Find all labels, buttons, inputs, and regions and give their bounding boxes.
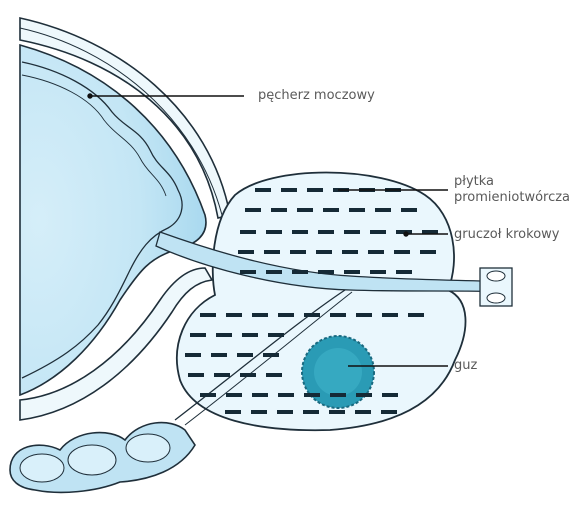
label-seed-line2: promieniotwórcza <box>454 190 570 206</box>
label-seed-line1: płytka <box>454 174 494 190</box>
rectum <box>10 423 195 493</box>
label-bladder: pęcherz moczowy <box>258 88 375 104</box>
leader-prostate-dot <box>404 232 408 236</box>
label-prostate: gruczoł krokowy <box>454 227 559 243</box>
distal-duct <box>480 268 512 306</box>
label-tumor: guz <box>454 358 477 374</box>
tumor <box>302 336 374 408</box>
leader-bladder-dot <box>88 94 92 98</box>
